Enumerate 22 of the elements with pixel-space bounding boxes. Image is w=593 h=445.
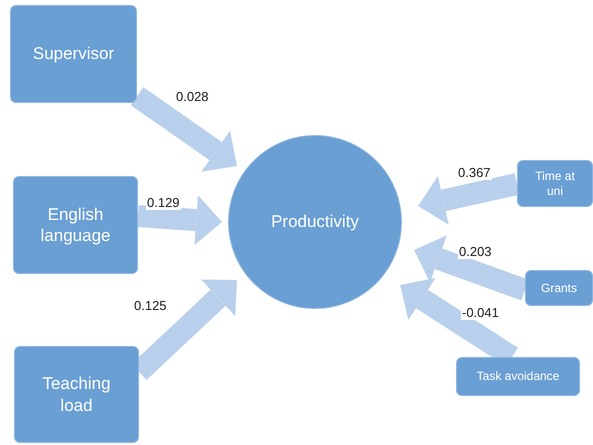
edge-label: -0.041 [461,305,500,320]
factor-box [14,346,139,443]
factor-box [517,160,593,207]
factor-box [456,357,580,396]
block-arrow [130,87,238,172]
block-arrow [418,173,520,225]
node-label: Time at uni [534,168,576,198]
block-arrow [137,195,222,246]
factor-box [10,5,137,103]
edge-label: 0.367 [457,165,492,180]
edge-label: 0.129 [146,195,181,210]
edge-label: 0.028 [175,89,210,104]
edge-label: 0.125 [133,298,168,313]
node-label: English language [40,204,112,246]
node-label: Task avoidance [476,369,560,384]
node-label: Productivity [271,211,359,233]
node-label: Teaching load [41,373,112,416]
factor-box [525,270,593,306]
node-label: Grants [541,280,578,296]
factor-box [13,176,138,274]
node-label: Supervisor [32,43,114,65]
edge-label: 0.203 [458,244,493,259]
